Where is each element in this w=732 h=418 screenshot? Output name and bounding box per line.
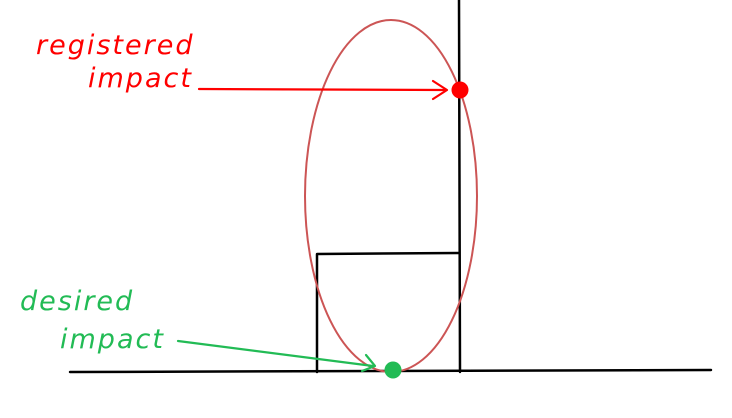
registered-impact-label-line1: registered (36, 30, 194, 61)
box-outline (315, 251, 461, 374)
desired-impact-label-line2: impact (60, 324, 165, 355)
desired-impact-point (384, 361, 402, 379)
collision-ellipse (304, 19, 478, 373)
wall-line (457, 0, 462, 374)
desired-impact-arrow (176, 339, 377, 373)
registered-impact-point (451, 81, 469, 99)
desired-impact-label-line1: desired (20, 286, 134, 317)
registered-impact-arrow (197, 79, 449, 101)
registered-impact-label-line2: impact (88, 63, 193, 94)
